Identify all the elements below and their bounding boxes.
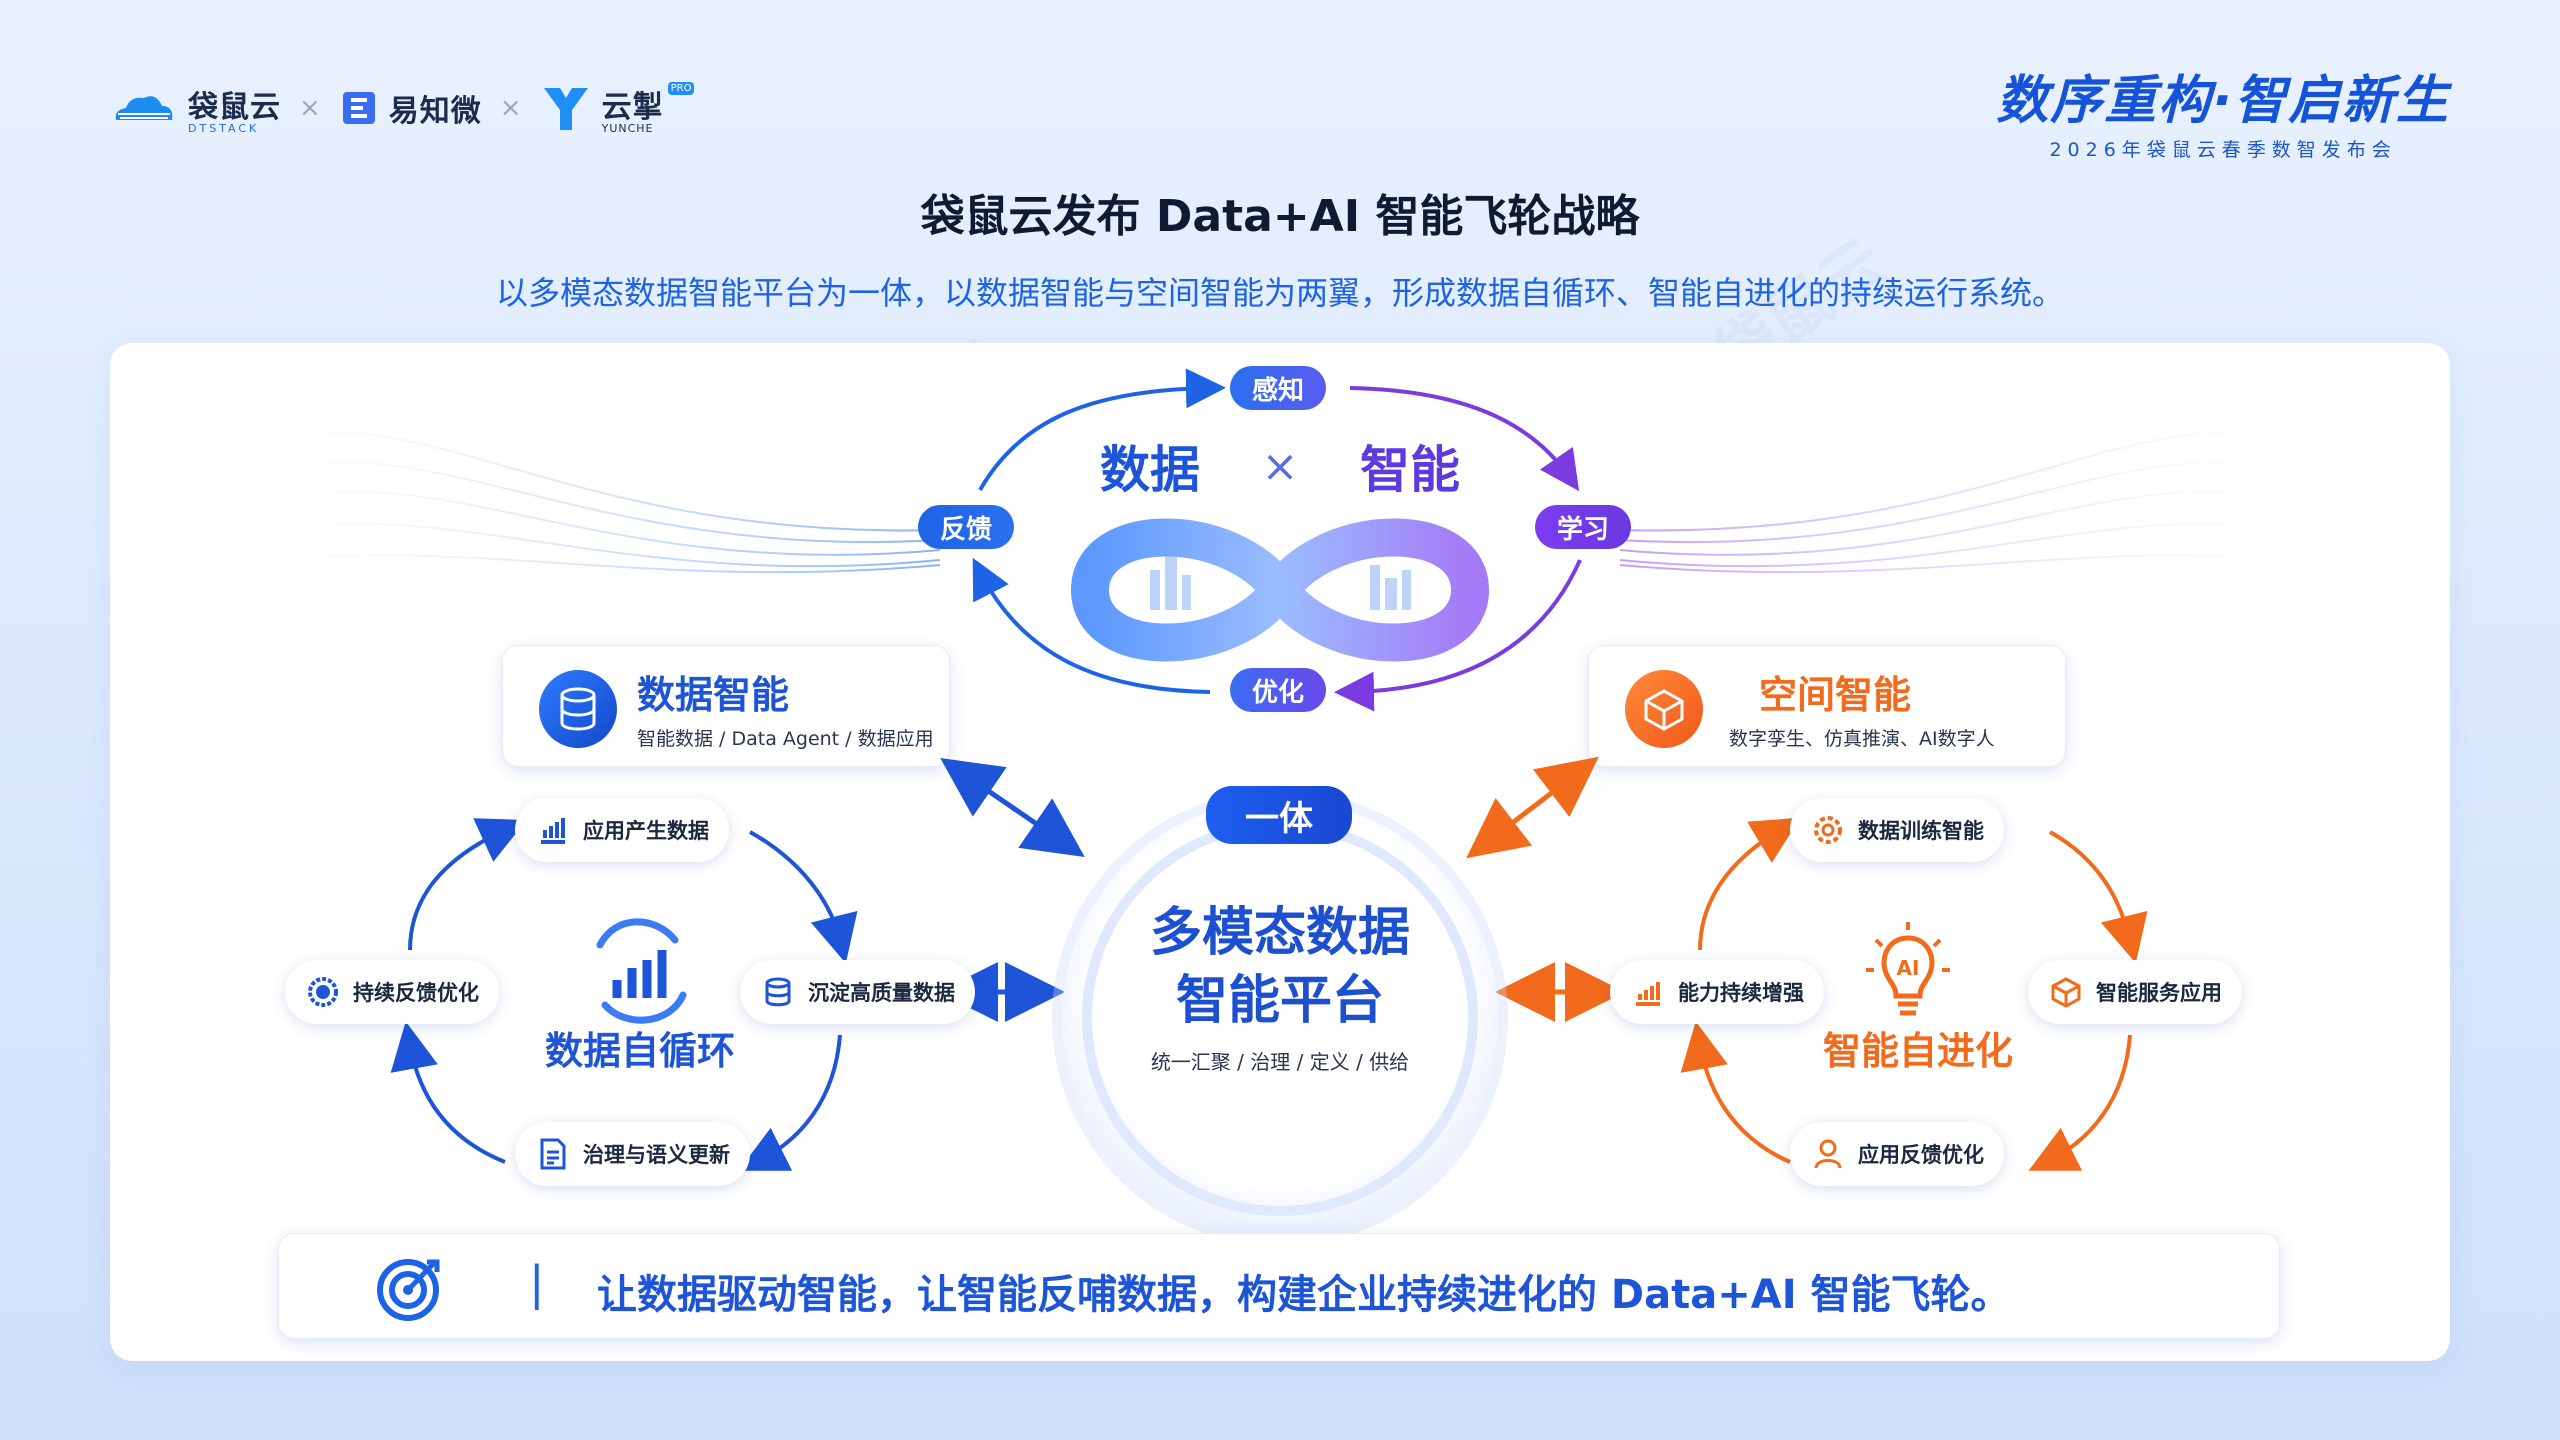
logo-name: 云掣 [601,89,664,125]
node-app-generates-data: 应用产生数据 [515,798,729,862]
gear-icon [1810,812,1846,848]
ai-lightbulb-icon: AI [1858,918,1958,1028]
document-icon [535,1136,571,1172]
flywheel-heading: 数据 × 智能 [1100,430,1460,502]
times-symbol: × [1261,440,1299,492]
database-icon [760,974,796,1010]
spatial-intelligence-desc: 数字孪生、仿真推演、AI数字人 [1729,728,1995,750]
node-app-feedback: 应用反馈优化 [1790,1122,2004,1186]
node-label: 治理与语义更新 [583,1143,730,1167]
node-capability-growth: 能力持续增强 [1610,960,1824,1024]
data-intelligence-title: 数据智能 [637,673,790,717]
e-logo-icon [342,92,375,124]
page-subtitle: 以多模态数据智能平台为一体，以数据智能与空间智能为两翼，形成数据自循环、智能自进… [495,274,2064,312]
unified-badge: 一体 [1206,786,1352,844]
flywheel-left-word: 数据 [1100,441,1200,499]
right-loop-title: 智能自进化 [1822,1029,2013,1073]
platform-title-line2: 智能平台 [1175,971,1384,1031]
yunche-logo: 云掣 PRO YUNCHE [540,81,695,135]
logo-sub: DTSTACK [188,121,260,135]
cube-icon [1625,670,1703,748]
node-intelligence-serves-apps: 智能服务应用 [2028,960,2242,1024]
yizhiwei-logo: 易知微 [339,86,482,130]
page-title: 袋鼠云发布 Data+AI 智能飞轮战略 [920,191,1640,242]
event-brand: 数序重构·智启新生 2026年袋鼠云春季数智发布会 [1996,58,2450,162]
flywheel-right-word: 智能 [1360,441,1460,499]
data-intelligence-desc: 智能数据 / Data Agent / 数据应用 [637,728,934,750]
y-logo-icon [543,88,588,130]
slogan-text: 让数据驱动智能，让智能反哺数据，构建企业持续进化的 Data+AI 智能飞轮。 [597,1272,2011,1318]
database-icon [539,670,617,748]
data-intelligence-card: 数据智能 智能数据 / Data Agent / 数据应用 [502,645,950,767]
slogan-divider: | [529,1256,545,1310]
node-governance-update: 治理与语义更新 [515,1122,750,1186]
infinity-icon [1071,518,1489,662]
node-label: 沉淀高质量数据 [808,981,955,1005]
node-data-trains-intelligence: 数据训练智能 [1790,798,2004,862]
node-label: 应用产生数据 [583,819,709,843]
bar-chart-icon [535,812,571,848]
platform-title-line1: 多模态数据 [1149,903,1410,963]
gear-icon [305,974,341,1010]
cloud-icon [115,96,173,120]
node-label: 应用反馈优化 [1858,1143,1984,1167]
node-high-quality-data: 沉淀高质量数据 [740,960,975,1024]
cycle-feedback: 反馈 [918,505,1014,549]
separator: × [499,93,522,123]
wave-decoration [280,431,2280,574]
node-label: 智能服务应用 [2096,981,2222,1005]
flywheel-cycle-arrows [972,368,1582,712]
cycle-optimize: 优化 [1230,668,1326,712]
dtstack-logo: 袋鼠云 DTSTACK [110,82,281,135]
data-cycle-icon [575,910,705,1030]
node-continuous-feedback: 持续反馈优化 [285,960,499,1024]
left-loop-title: 数据自循环 [544,1029,735,1073]
separator: × [299,93,321,123]
partner-logos: 袋鼠云 DTSTACK × 易知微 × 云掣 PRO YUNCHE [110,78,695,138]
cube-icon [2048,974,2084,1010]
spatial-intelligence-card: 空间智能 数字孪生、仿真推演、AI数字人 [1588,645,2066,767]
logo-name: 易知微 [388,94,482,129]
user-icon [1810,1136,1846,1172]
ai-label: AI [1896,956,1920,980]
logo-sub: YUNCHE [601,121,654,135]
target-icon [375,1252,445,1322]
logo-name: 袋鼠云 [188,89,281,125]
left-loop-arrows [390,818,858,1171]
node-label: 持续反馈优化 [353,981,479,1005]
event-subtitle: 2026年袋鼠云春季数智发布会 [2049,139,2397,161]
bar-chart-icon [1630,974,1666,1010]
node-label: 数据训练智能 [1858,819,1984,843]
right-loop-arrows [1680,817,2148,1171]
event-title: 数序重构·智启新生 [1996,71,2450,131]
slogan-banner: | 让数据驱动智能，让智能反哺数据，构建企业持续进化的 Data+AI 智能飞轮… [278,1233,2280,1339]
cycle-perceive: 感知 [1230,366,1326,410]
pro-badge: PRO [667,81,695,95]
cycle-learn: 学习 [1535,505,1631,549]
node-label: 能力持续增强 [1678,981,1804,1005]
platform-desc: 统一汇聚 / 治理 / 定义 / 供给 [1150,1050,1410,1074]
spatial-intelligence-title: 空间智能 [1759,673,1912,717]
